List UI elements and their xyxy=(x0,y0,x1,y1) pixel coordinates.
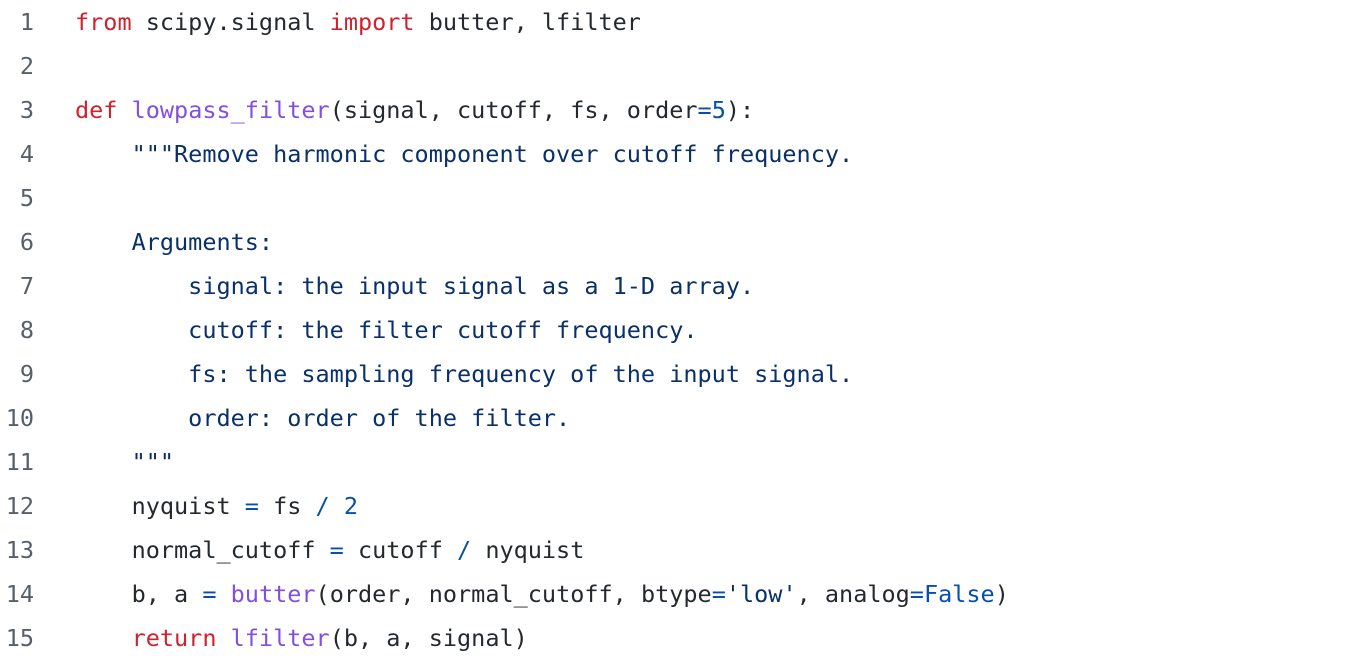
code-token: import xyxy=(329,8,415,36)
code-line: 6 Arguments: xyxy=(0,220,1346,264)
line-code: b, a = butter(order, normal_cutoff, btyp… xyxy=(75,580,1009,608)
code-token: = xyxy=(711,580,726,608)
code-line: 14 b, a = butter(order, normal_cutoff, b… xyxy=(0,572,1346,616)
code-line: 5 xyxy=(0,176,1346,220)
code-line: 8 cutoff: the filter cutoff frequency. xyxy=(0,308,1346,352)
code-token: normal_cutoff xyxy=(75,536,330,564)
code-line: 7 signal: the input signal as a 1-D arra… xyxy=(0,264,1346,308)
line-number: 12 xyxy=(5,492,34,520)
code-token: / xyxy=(315,492,330,520)
code-token: / xyxy=(457,536,472,564)
line-code: normal_cutoff = cutoff / nyquist xyxy=(75,536,585,564)
code-token: return xyxy=(131,624,217,652)
line-code: return lfilter(b, a, signal) xyxy=(75,624,528,652)
code-token: fs xyxy=(258,492,316,520)
line-code: fs: the sampling frequency of the input … xyxy=(75,360,853,388)
code-token: , analog xyxy=(796,580,910,608)
line-code: nyquist = fs / 2 xyxy=(75,492,358,520)
code-line: 12 nyquist = fs / 2 xyxy=(0,484,1346,528)
code-token: """Remove harmonic component over cutoff… xyxy=(75,140,854,168)
code-token: = xyxy=(909,580,924,608)
code-line: 10 order: order of the filter. xyxy=(0,396,1346,440)
line-number: 4 xyxy=(19,140,34,168)
line-number: 1 xyxy=(19,8,34,36)
code-token: 5 xyxy=(711,96,726,124)
code-token: def xyxy=(75,96,118,124)
code-token: b, a xyxy=(75,580,203,608)
code-token: (order, normal_cutoff, btype xyxy=(315,580,712,608)
code-line: 15 return lfilter(b, a, signal) xyxy=(0,616,1346,660)
code-token: Arguments: xyxy=(75,228,274,256)
code-token xyxy=(75,624,132,652)
code-line: 9 fs: the sampling frequency of the inpu… xyxy=(0,352,1346,396)
code-token: = xyxy=(202,580,217,608)
code-token: cutoff xyxy=(343,536,458,564)
code-line: 2 xyxy=(0,44,1346,88)
code-token: butter xyxy=(230,580,316,608)
code-token: False xyxy=(923,580,995,608)
line-code: """ xyxy=(75,448,174,476)
code-token: nyquist xyxy=(471,536,585,564)
line-number: 14 xyxy=(5,580,34,608)
code-token: (signal, cutoff, fs, order xyxy=(329,96,698,124)
code-token: = xyxy=(244,492,259,520)
line-code: cutoff: the filter cutoff frequency. xyxy=(75,316,698,344)
line-number: 10 xyxy=(5,404,34,432)
line-code: def lowpass_filter(signal, cutoff, fs, o… xyxy=(75,96,754,124)
line-code: order: order of the filter. xyxy=(75,404,570,432)
code-token: signal: the input signal as a 1-D array. xyxy=(75,272,755,300)
code-token xyxy=(117,96,131,124)
code-line: 11 """ xyxy=(0,440,1346,484)
line-code: Arguments: xyxy=(75,228,274,256)
code-token: order: order of the filter. xyxy=(75,404,571,432)
line-number: 7 xyxy=(19,272,34,300)
code-token: lfilter xyxy=(230,624,330,652)
code-token: """ xyxy=(75,448,175,476)
line-number: 9 xyxy=(19,360,34,388)
code-token xyxy=(216,624,230,652)
code-token xyxy=(217,580,231,608)
code-line: 1 from scipy.signal import butter, lfilte… xyxy=(0,0,1346,44)
code-token: (b, a, signal) xyxy=(329,624,528,652)
code-token xyxy=(330,492,344,520)
line-number: 6 xyxy=(19,228,34,256)
code-token: ) xyxy=(994,580,1009,608)
line-number: 5 xyxy=(19,184,34,212)
code-token: butter, lfilter xyxy=(414,8,641,36)
line-code: from scipy.signal import butter, lfilter xyxy=(75,8,641,36)
code-token: fs: the sampling frequency of the input … xyxy=(75,360,854,388)
line-number: 2 xyxy=(19,52,34,80)
code-token: lowpass_filter xyxy=(131,96,330,124)
code-token: = xyxy=(697,96,712,124)
code-line: 13 normal_cutoff = cutoff / nyquist xyxy=(0,528,1346,572)
line-number: 11 xyxy=(5,448,34,476)
line-number: 8 xyxy=(19,316,34,344)
code-token: 'low' xyxy=(725,580,797,608)
code-line: 3 def lowpass_filter(signal, cutoff, fs, … xyxy=(0,88,1346,132)
line-number: 15 xyxy=(5,624,34,652)
line-code: """Remove harmonic component over cutoff… xyxy=(75,140,854,168)
code-token: = xyxy=(329,536,344,564)
code-line: 4 """Remove harmonic component over cuto… xyxy=(0,132,1346,176)
code-token: cutoff: the filter cutoff frequency. xyxy=(75,316,698,344)
code-token: 2 xyxy=(343,492,358,520)
line-code: signal: the input signal as a 1-D array. xyxy=(75,272,754,300)
code-token: ): xyxy=(725,96,755,124)
line-number: 3 xyxy=(19,96,34,124)
code-token: from xyxy=(75,8,132,36)
line-number: 13 xyxy=(5,536,34,564)
code-token: nyquist xyxy=(75,492,245,520)
code-token: scipy.signal xyxy=(131,8,330,36)
